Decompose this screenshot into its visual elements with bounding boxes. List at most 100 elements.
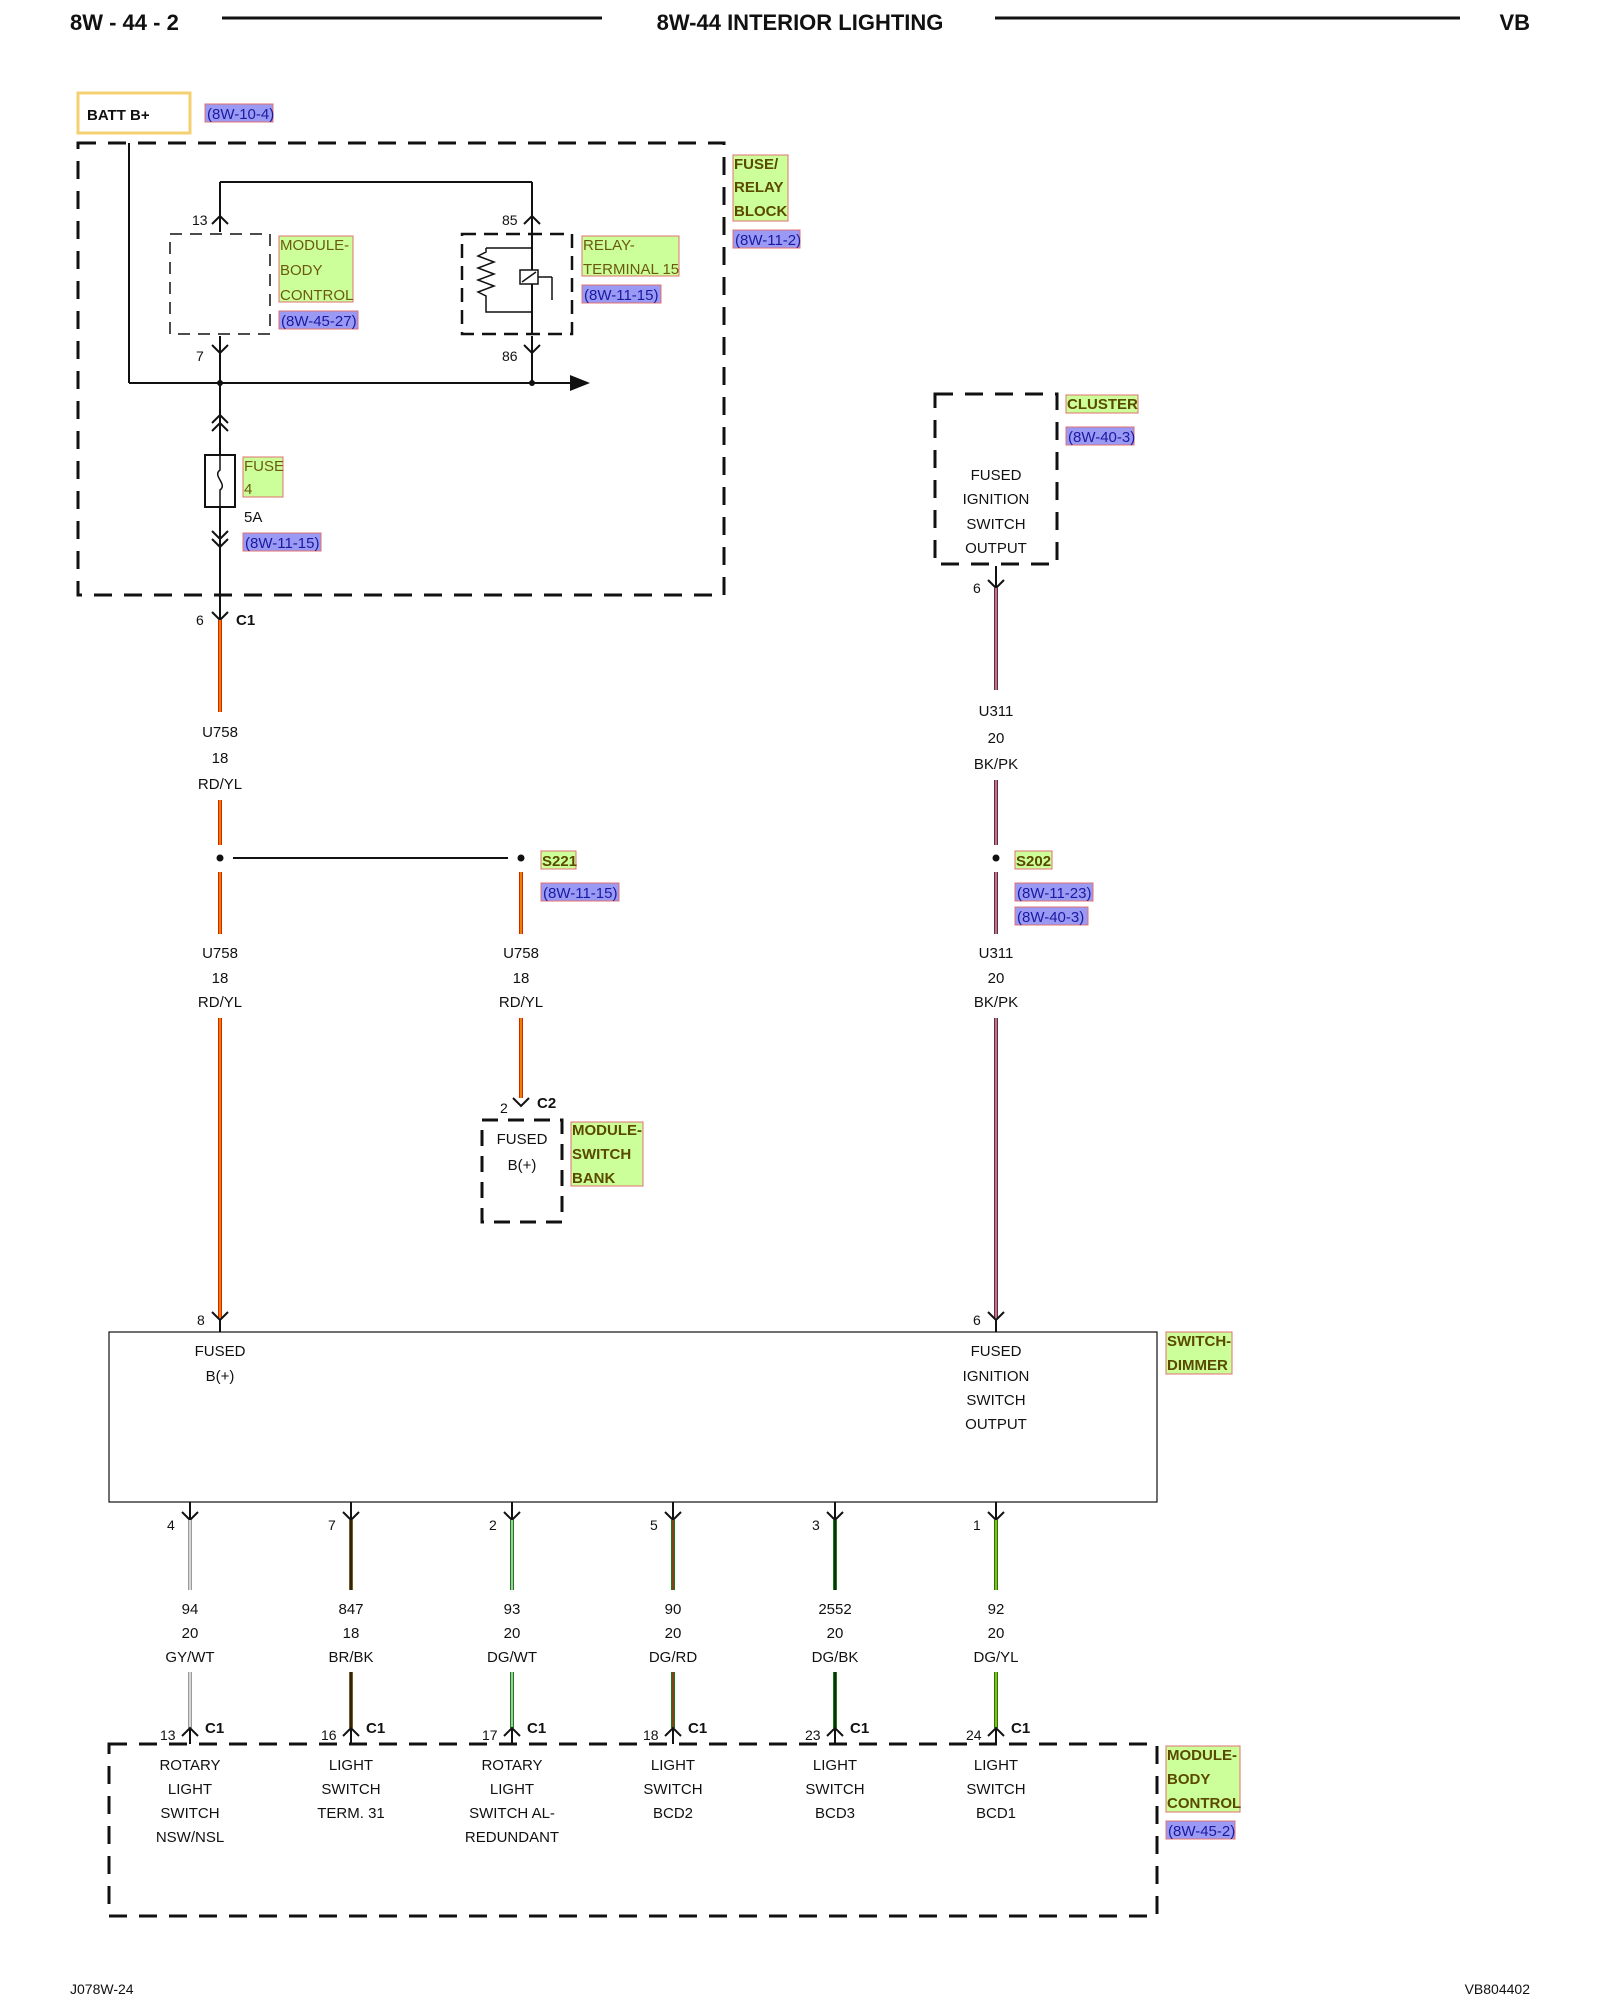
splice-s221-left <box>216 854 224 862</box>
dimmer-out-pin: 5 <box>650 1517 658 1533</box>
s202-ref1[interactable]: (8W-11-23) <box>1017 885 1091 902</box>
s202-ref1-bg <box>1014 882 1094 902</box>
bcm-in-pin: 23 <box>805 1727 821 1743</box>
dimmer-pin6: 6 <box>973 1312 981 1328</box>
wire-circuit: 847 <box>338 1601 363 1618</box>
switch-bank-outline <box>480 1118 564 1224</box>
bcm-terminal-label: SWITCH AL- <box>469 1805 555 1822</box>
bcm-terminal-label: ROTARY <box>159 1757 220 1774</box>
bcm-top-ref[interactable]: (8W-45-27) <box>281 313 357 330</box>
u758-c-color: RD/YL <box>499 994 543 1011</box>
fuse-ref[interactable]: (8W-11-15) <box>245 535 319 552</box>
wire-color: DG/WT <box>487 1649 537 1666</box>
switch-bank-pin: 2 <box>500 1100 508 1116</box>
bcm-terminal-label: SWITCH <box>643 1781 702 1798</box>
c1-top-conn: C1 <box>236 612 255 629</box>
relay-pin86: 86 <box>502 348 518 364</box>
wire-color: DG/YL <box>973 1649 1018 1666</box>
wire-circuit: 93 <box>504 1601 521 1618</box>
relay-name-bg <box>581 235 680 277</box>
s221-name-bg <box>540 850 577 870</box>
u758-b-gauge: 18 <box>212 970 229 987</box>
bcm-in-conn: C1 <box>366 1720 385 1737</box>
dimmer-pin8: 8 <box>197 1312 205 1328</box>
page-title: 8W-44 INTERIOR LIGHTING <box>657 10 944 35</box>
relay-pin85: 85 <box>502 212 518 228</box>
s202-ref2[interactable]: (8W-40-3) <box>1017 909 1084 926</box>
switch-bank-connector <box>512 1097 530 1108</box>
relay-ref[interactable]: (8W-11-15) <box>584 287 658 304</box>
bcm-top-line1: MODULE- <box>280 237 349 254</box>
bus-arrow <box>570 375 590 391</box>
dimmer-out-pin: 2 <box>489 1517 497 1533</box>
switch-dimmer-name2: DIMMER <box>1167 1357 1228 1374</box>
wire-gauge: 18 <box>343 1625 360 1642</box>
bcm-terminal-label: SWITCH <box>321 1781 380 1798</box>
bcm-terminal-label: LIGHT <box>651 1757 695 1774</box>
fuse-name-bg <box>242 456 284 498</box>
bcm-in-conn: C1 <box>527 1720 546 1737</box>
bcm-bottom-name-bg <box>1165 1745 1241 1813</box>
cluster-line4: OUTPUT <box>965 540 1027 557</box>
bcm-terminal-label: BCD1 <box>976 1805 1016 1822</box>
wire-gauge: 20 <box>182 1625 199 1642</box>
fuse-relay-block-ref-bg <box>732 229 801 249</box>
bcm-terminal-label: LIGHT <box>329 1757 373 1774</box>
dimmer-out-pin: 4 <box>167 1517 175 1533</box>
u758-b-circuit: U758 <box>202 945 238 962</box>
cluster-line3: SWITCH <box>966 516 1025 533</box>
switch-bank-line1: FUSED <box>497 1131 548 1148</box>
bcm-terminal-label: TERM. 31 <box>317 1805 385 1822</box>
fuse-relay-block-ref[interactable]: (8W-11-2) <box>735 232 801 249</box>
cluster-line2: IGNITION <box>963 491 1030 508</box>
cluster-name-bg <box>1065 394 1139 414</box>
u758-a-gauge: 18 <box>212 750 229 767</box>
cluster-name: CLUSTER <box>1067 396 1138 413</box>
relay-line1: RELAY- <box>583 237 635 254</box>
u758-c-circuit: U758 <box>503 945 539 962</box>
u758-c-gauge: 18 <box>513 970 530 987</box>
switch-bank-name2: SWITCH <box>572 1146 631 1163</box>
u758-a-circuit: U758 <box>202 724 238 741</box>
s221-ref[interactable]: (8W-11-15) <box>543 885 617 902</box>
splice-s221-right <box>517 854 525 862</box>
bcm-in-conn: C1 <box>688 1720 707 1737</box>
cluster-pin: 6 <box>973 580 981 596</box>
batt-label: BATT B+ <box>87 107 150 124</box>
batt-box <box>76 91 192 135</box>
wire-color: DG/BK <box>812 1649 859 1666</box>
s221-name: S221 <box>542 853 577 870</box>
dimmer-left-line1: FUSED <box>195 1343 246 1360</box>
bcm-terminal-label: REDUNDANT <box>465 1829 559 1846</box>
bcm-bottom-outline <box>107 1742 1159 1918</box>
bcm-top-ref-bg <box>278 310 359 330</box>
u311-b-circuit: U311 <box>979 945 1014 962</box>
bcm-terminal-label: ROTARY <box>481 1757 542 1774</box>
switch-dimmer-outline <box>108 1331 1158 1503</box>
fuse-rating: 5A <box>244 509 262 526</box>
switch-dimmer-name-bg <box>1165 1331 1233 1375</box>
batt-ref[interactable]: (8W-10-4) <box>207 106 274 123</box>
s202-name: S202 <box>1016 853 1051 870</box>
bcm-in-conn: C1 <box>205 1720 224 1737</box>
relay-ref-bg <box>581 284 662 304</box>
fuse-line1: FUSE <box>244 458 284 475</box>
bcm-in-pin: 24 <box>966 1727 982 1743</box>
bcm-terminal-label: LIGHT <box>168 1781 212 1798</box>
fuse-relay-block-line1: FUSE/ <box>734 156 779 173</box>
cluster-ref[interactable]: (8W-40-3) <box>1068 429 1135 446</box>
bcm-bottom-ref[interactable]: (8W-45-2) <box>1168 1823 1235 1840</box>
dimmer-out-pin: 3 <box>812 1517 820 1533</box>
wire-color: GY/WT <box>165 1649 214 1666</box>
fuse-relay-block-name-bg <box>732 154 789 222</box>
relay-line2: TERMINAL 15 <box>583 261 679 278</box>
wire-circuit: 2552 <box>818 1601 851 1618</box>
wire-circuit: 94 <box>182 1601 199 1618</box>
u311-a-gauge: 20 <box>988 730 1005 747</box>
bcm-top-line2: BODY <box>280 262 323 279</box>
